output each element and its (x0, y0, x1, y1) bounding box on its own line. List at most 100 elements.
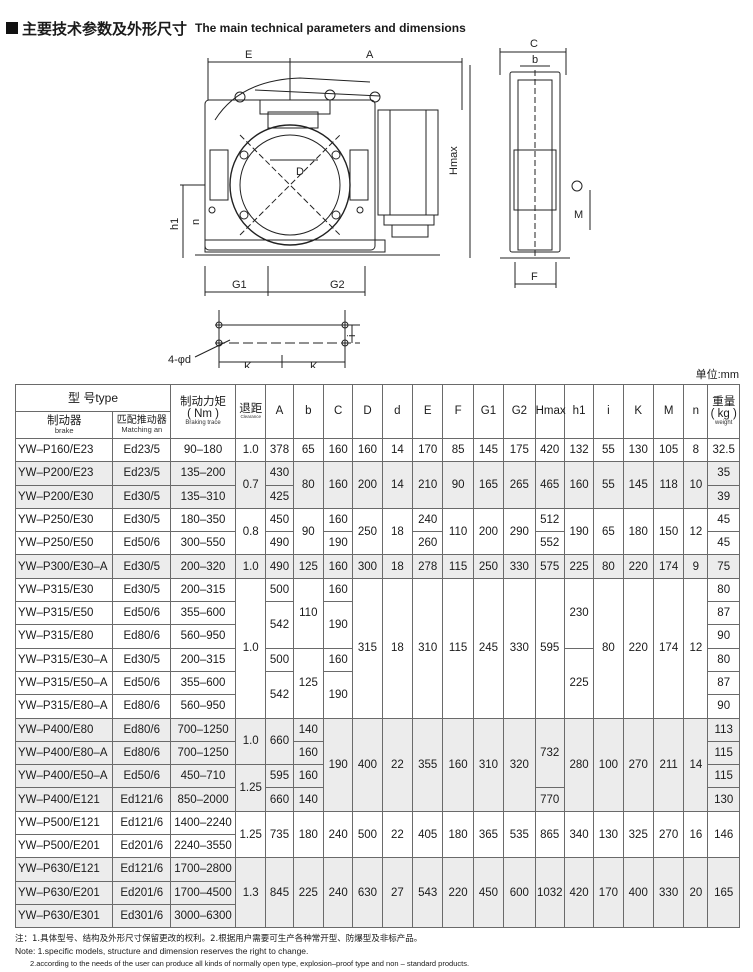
col-header-C: C (322, 384, 354, 439)
cell-d: 18 (381, 507, 414, 556)
cell-weight: 39 (707, 484, 740, 509)
table-row: YW–P300/E30–A Ed30/5 200–320 1.0 490 125… (14, 554, 740, 579)
cell-Hmax: 1032 (534, 857, 565, 929)
dim-label-D: D (296, 166, 304, 178)
dim-label-h1: h1 (169, 218, 181, 230)
cell-D: 500 (352, 810, 383, 859)
cell-K: 180 (622, 507, 654, 556)
clearance-header: 退距 Clearance (235, 384, 267, 439)
brake-model: YW–P630/E201 (14, 880, 114, 905)
cell-weight: 90 (707, 694, 740, 719)
clearance-value: 0.7 (235, 461, 267, 509)
brake-model: YW–P200/E30 (14, 484, 114, 509)
cell-A: 500 (265, 647, 294, 672)
col-header-K: K (622, 384, 654, 439)
col-header-E: E (412, 384, 444, 439)
braking-torque: 560–950 (170, 694, 237, 719)
table-row: YW–P250/E50 Ed50/6 300–550 490 190 260 5… (14, 531, 740, 556)
braking-torque: 850–2000 (170, 787, 237, 812)
braking-torque: 1700–2800 (170, 857, 237, 882)
clearance-value: 1.0 (235, 577, 267, 719)
cell-G1: 450 (472, 857, 505, 929)
cell-G2: 330 (503, 554, 536, 579)
cell-A: 378 (265, 437, 294, 463)
braking-torque: 1700–4500 (170, 880, 237, 905)
cell-weight: 165 (707, 857, 740, 929)
weight-header-unit: ( kg ) (710, 408, 737, 421)
cell-weight: 115 (707, 740, 740, 766)
torque-header-unit: ( Nm ) (187, 408, 219, 421)
col-header-F: F (442, 384, 474, 439)
matching-thruster: Ed121/6 (112, 787, 172, 812)
cell-C: 160 (322, 647, 354, 672)
matching-header-en: Matching an (121, 425, 163, 435)
matching-thruster: Ed23/5 (112, 437, 172, 463)
brake-model: YW–P315/E30 (14, 577, 114, 603)
cell-b: 160 (292, 764, 325, 789)
table-row: YW–P315/E80–A Ed80/6 560–950 90 (14, 694, 740, 719)
dim-label-Hmax: Hmax (448, 146, 460, 175)
cell-weight: 75 (707, 554, 740, 579)
cell-G1: 165 (472, 461, 505, 509)
cell-E: 260 (412, 531, 444, 556)
cell-h1: 160 (563, 461, 595, 509)
brake-header-cn: 制动器 (46, 415, 82, 428)
cell-n: 14 (683, 717, 709, 812)
cell-b: 125 (292, 554, 325, 579)
cell-F: 90 (442, 461, 474, 509)
weight-header-cn: 重量 (712, 396, 736, 409)
matching-thruster: Ed80/6 (112, 694, 172, 719)
cell-n: 12 (683, 507, 709, 556)
cell-F: 180 (442, 810, 474, 859)
cell-K: 145 (622, 461, 654, 509)
braking-torque: 355–600 (170, 601, 237, 626)
brake-model: YW–P400/E50–A (14, 764, 114, 789)
brake-model: YW–P500/E201 (14, 834, 114, 859)
brake-model: YW–P315/E50–A (14, 670, 114, 696)
cell-M: 105 (652, 437, 685, 463)
clearance-header-cn: 退距 (239, 403, 263, 416)
cell-b: 80 (292, 461, 325, 509)
cell-M: 174 (652, 577, 685, 719)
cell-E: 543 (412, 857, 444, 929)
braking-torque: 355–600 (170, 670, 237, 696)
braking-torque: 200–320 (170, 554, 237, 579)
cell-b: 110 (292, 577, 325, 649)
cell-d: 14 (381, 461, 414, 509)
brake-model: YW–P315/E50 (14, 601, 114, 626)
table-row: YW–P630/E121 Ed121/6 1700–2800 1.3 845 2… (14, 857, 740, 929)
cell-E: 210 (412, 461, 444, 509)
cell-A: 490 (265, 531, 294, 556)
cell-C: 160 (322, 577, 354, 603)
cell-weight: 80 (707, 577, 740, 603)
clearance-value: 1.25 (235, 764, 267, 812)
dim-label-E: E (245, 49, 252, 61)
brake-header-en: brake (54, 426, 74, 436)
cell-G2: 175 (503, 437, 536, 463)
cell-A: 430 (265, 461, 294, 486)
cell-d: 22 (381, 810, 414, 859)
cell-Hmax: 512 (534, 507, 565, 533)
matching-header: 匹配推动器 Matching an (112, 411, 172, 439)
cell-C: 190 (322, 601, 354, 649)
cell-n: 10 (683, 461, 709, 509)
cell-i: 55 (593, 461, 624, 509)
braking-torque: 3000–6300 (170, 903, 237, 929)
brake-header: 制动器 brake (14, 411, 114, 439)
matching-thruster: Ed50/6 (112, 531, 172, 556)
cell-D: 200 (352, 461, 383, 509)
cell-G1: 310 (472, 717, 505, 812)
cell-Hmax: 575 (534, 554, 565, 579)
cell-i: 65 (593, 507, 624, 556)
brake-model: YW–P400/E80–A (14, 740, 114, 766)
matching-thruster: Ed80/6 (112, 624, 172, 649)
matching-thruster: Ed30/5 (112, 484, 172, 509)
cell-E: 310 (412, 577, 444, 719)
cell-i: 170 (593, 857, 624, 929)
cell-D: 250 (352, 507, 383, 556)
table-row: YW–P200/E23 Ed23/5 135–200 0.7 430 80 16… (14, 461, 740, 509)
cell-n: 9 (683, 554, 709, 579)
table-row: YW–P500/E201 Ed201/6 2240–3550 (14, 834, 740, 859)
dim-label-K1: K (244, 361, 252, 368)
col-header-h1: h1 (563, 384, 595, 439)
